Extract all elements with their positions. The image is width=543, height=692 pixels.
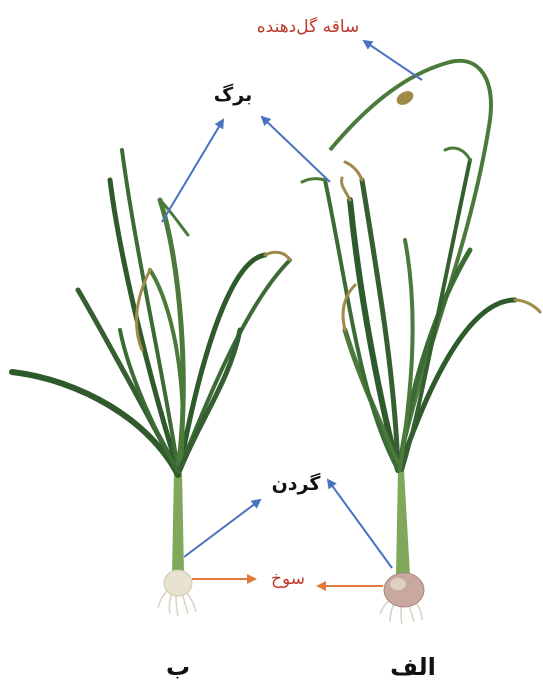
right-plant xyxy=(302,61,540,624)
arrow-leaf-left xyxy=(162,120,223,222)
right-plant-bulb xyxy=(384,573,424,607)
arrow-neck-left xyxy=(184,500,260,557)
arrow-leaf-right xyxy=(262,117,330,182)
label-bulb: سوخ xyxy=(271,569,305,589)
left-plant xyxy=(12,150,290,616)
label-panel-right: الف xyxy=(390,653,436,681)
right-plant-neck xyxy=(396,470,410,575)
arrow-flower-stalk xyxy=(364,41,422,80)
left-plant-leaves xyxy=(12,150,290,475)
label-flower-stalk: ساقه گل‌دهنده xyxy=(257,17,360,37)
label-panel-left: ب xyxy=(166,653,190,681)
arrow-neck-right xyxy=(328,480,392,568)
right-plant-leaves xyxy=(302,148,540,470)
right-plant-spathe xyxy=(394,88,416,107)
label-neck: گردن xyxy=(272,473,321,495)
label-leaf: برگ xyxy=(214,84,252,106)
left-plant-bulb xyxy=(164,570,192,596)
left-plant-neck xyxy=(172,470,184,575)
